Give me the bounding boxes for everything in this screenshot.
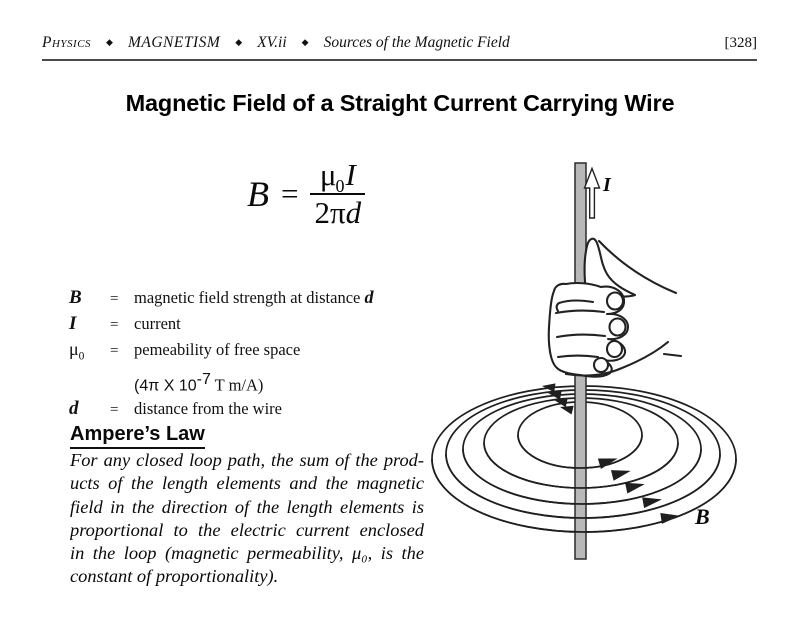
field-loops-front	[431, 434, 737, 533]
gripping-hand	[547, 237, 683, 378]
fingernail	[592, 356, 610, 374]
header-subject: Physics	[42, 34, 92, 51]
formula-denominator: 2πd	[314, 195, 362, 231]
definition-row: d = distance from the wire	[69, 397, 282, 419]
amperes-law-text: For any closed loop path, the sum of the…	[70, 450, 424, 587]
definition-subrow: (4π X 10-7 T m/A)	[134, 371, 264, 395]
diamond-separator-icon: ◆	[235, 37, 243, 47]
field-arrow-front-icon	[597, 458, 680, 524]
finger-line	[554, 309, 606, 315]
fingernail	[608, 317, 627, 337]
finger-line	[556, 354, 600, 359]
wrist-edge	[564, 340, 670, 377]
current-label: I	[602, 174, 612, 196]
formula-numerator: μ0I	[319, 157, 356, 196]
field-formula: B = μ0I 2πd	[247, 157, 366, 231]
header-section-number: XV.ii	[257, 34, 287, 51]
wrist-crease	[662, 352, 683, 358]
field-arrow-back-icon	[542, 383, 574, 415]
fraction-bar	[310, 193, 366, 196]
finger-line	[555, 333, 607, 339]
hand-top-edge	[597, 239, 678, 295]
formula-fraction: μ0I 2πd	[310, 157, 366, 231]
formula-lhs: B	[247, 174, 269, 215]
formula-equals: =	[281, 176, 299, 212]
page-header: Physics ◆ MAGNETISM ◆ XV.ii ◆ Sources of…	[42, 34, 757, 61]
right-hand-rule-diagram: I B	[431, 162, 737, 560]
page-title: Magnetic Field of a Straight Current Car…	[125, 90, 675, 116]
definition-row: I = current	[69, 312, 181, 334]
current-arrow-icon	[583, 166, 601, 219]
fingernail	[605, 291, 625, 311]
definition-row: B = magnetic field strength at distance …	[69, 287, 374, 308]
symbol-definitions: B = magnetic field strength at distance …	[69, 285, 425, 422]
diamond-separator-icon: ◆	[301, 37, 309, 47]
definition-row: μ0 = pemeability of free space	[69, 339, 301, 363]
diamond-separator-icon: ◆	[106, 37, 113, 47]
page-number: [328]	[724, 35, 758, 51]
header-chapter: MAGNETISM	[127, 34, 221, 51]
amperes-law-heading: Ampere’s Law	[70, 423, 205, 449]
fingernail	[605, 339, 624, 359]
knuckle-crease	[555, 299, 595, 313]
header-section-title: Sources of the Magnetic Field	[323, 34, 510, 51]
field-label: B	[694, 504, 710, 529]
